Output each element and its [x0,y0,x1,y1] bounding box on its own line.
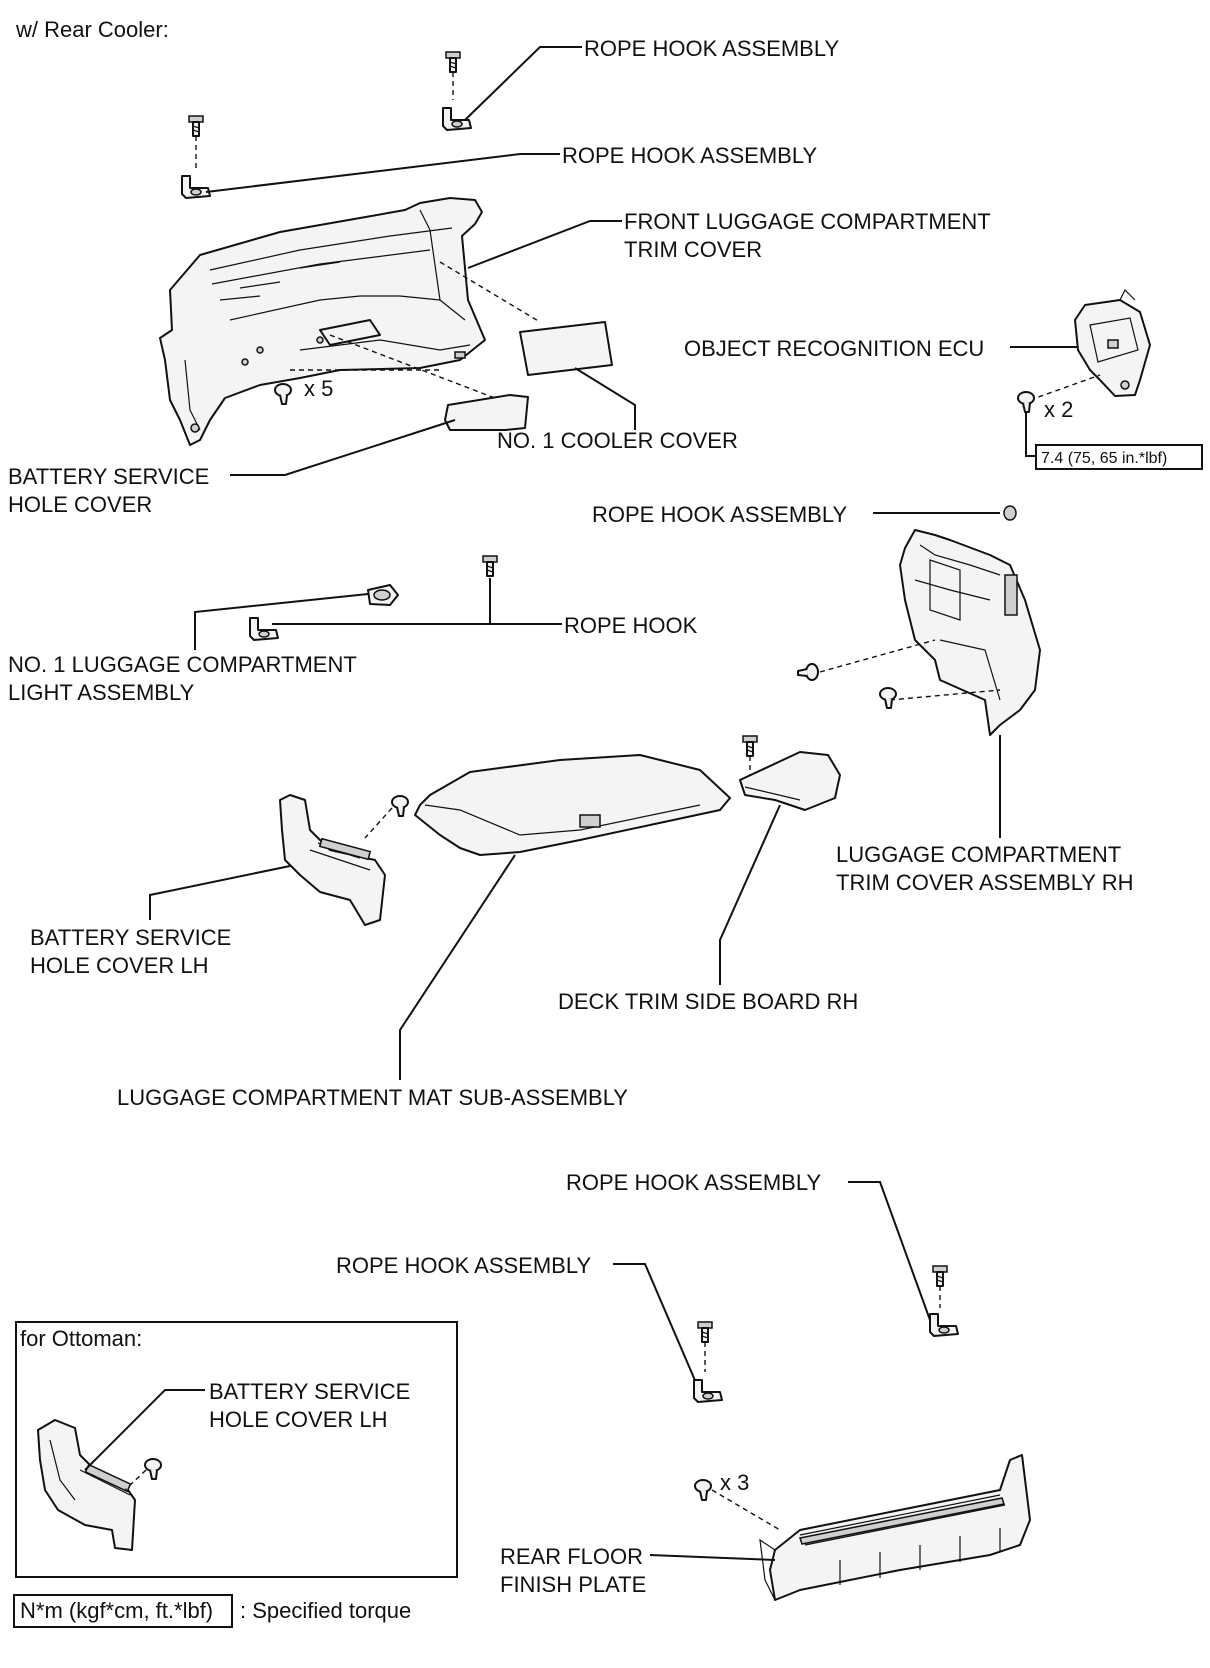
label-deck-board: DECK TRIM SIDE BOARD RH [558,989,858,1014]
label-battery-lh-1: BATTERY SERVICE [30,925,231,950]
guide-battery-cover [329,334,501,401]
label-front-trim-cover-2: TRIM COVER [624,237,762,262]
label-rope-hook-lower-right: ROPE HOOK ASSEMBLY [566,1170,821,1195]
battery-service-hole-cover-lh [279,794,386,926]
battery-lh-clip-icon [391,795,409,817]
luggage-light-assembly [367,584,399,606]
clip-icon [274,383,292,405]
rope-hook-part-2 [249,617,279,641]
trim-rh-clip-icon [797,663,819,681]
guide-battery-lh [364,807,393,839]
rope-hook-assembly-top [442,51,472,131]
luggage-trim-cover-rh [899,529,1041,736]
label-battery-cover-1: BATTERY SERVICE [8,464,209,489]
inset-leader [84,1389,205,1471]
leader-mat [399,854,516,1080]
label-rope-hook-right: ROPE HOOK ASSEMBLY [592,502,847,527]
no1-cooler-cover [519,321,613,376]
battery-service-hole-cover [444,394,529,431]
ecu-bolt-icon [1017,391,1035,413]
guide-rear-plate [711,1489,781,1531]
object-recognition-ecu [1074,288,1151,397]
guide-cooler-cover-1 [439,261,541,323]
rear-plate-clip-icon [694,1479,712,1501]
label-ecu-torque: 7.4 (75, 65 in.*lbf) [1041,450,1167,467]
label-trim-rh-2: TRIM COVER ASSEMBLY RH [836,870,1133,895]
diagram-title: w/ Rear Cooler: [15,17,169,42]
deck-trim-side-board-rh [739,751,841,811]
torque-spec-box [1035,444,1203,470]
trim-rh-clip2-icon [879,687,897,709]
leader-rope-hook-lower-mid [613,1263,701,1393]
deck-board-bolt-icon [742,735,758,757]
inset-title: for Ottoman: [20,1326,142,1351]
label-light-1: NO. 1 LUGGAGE COMPARTMENT [8,652,357,677]
leader-rear-plate [649,1554,776,1561]
rope-hook-assembly-left [181,115,211,199]
leader-battery-lh [149,865,291,920]
leader-light [194,593,369,650]
inset-ottoman-box [15,1321,458,1578]
rope-hook-lower-right-bolt [932,1265,948,1287]
label-battery-cover-2: HOLE COVER [8,492,152,517]
guide-trim-rh-2 [889,689,1001,701]
label-rope-hook-left: ROPE HOOK ASSEMBLY [562,143,817,168]
rope-hook-lower-mid-bolt [697,1321,713,1343]
front-luggage-trim-cover [159,197,486,446]
legend-torque-desc: : Specified torque [240,1598,411,1623]
label-rope-hook: ROPE HOOK [564,613,698,638]
label-ecu-qty: x 2 [1044,397,1073,422]
label-clip-qty: x 5 [304,376,333,401]
rear-floor-finish-plate [759,1454,1031,1601]
guide-trim-rh-1 [819,639,936,673]
legend-torque-units: N*m (kgf*cm, ft.*lbf) [20,1598,213,1623]
rope-hook-lower-right [929,1313,959,1337]
leader-rope-hook-lower-right [848,1181,931,1321]
guide-ecu-bolt [1029,374,1101,401]
leader-battery-cover [230,419,456,476]
inset-battery-cover-lh [37,1419,136,1551]
leader-ecu-torque [1025,412,1036,457]
label-mat: LUGGAGE COMPARTMENT MAT SUB-ASSEMBLY [117,1085,628,1110]
label-rear-plate-2: FINISH PLATE [500,1572,646,1597]
label-battery-lh-2: HOLE COVER LH [30,953,209,978]
rope-hook-lower-mid [693,1379,723,1403]
inset-label-1: BATTERY SERVICE [209,1379,410,1404]
label-rope-hook-lower-mid: ROPE HOOK ASSEMBLY [336,1253,591,1278]
leader-rope-hook-top [464,46,582,121]
leader-rope-hook-left [205,153,560,193]
rope-hook-part-1 [482,555,498,577]
leader-front-trim-cover [467,220,622,269]
legend-torque-box [13,1594,233,1628]
label-light-2: LIGHT ASSEMBLY [8,680,195,705]
inset-label-2: HOLE COVER LH [209,1407,388,1432]
label-front-trim-cover-1: FRONT LUGGAGE COMPARTMENT [624,209,991,234]
inset-clip-icon [144,1458,162,1480]
label-rear-plate-1: REAR FLOOR [500,1544,643,1569]
inset-guide [124,1469,147,1491]
rope-hook-nut-icon [1003,505,1017,521]
label-plate-qty: x 3 [720,1470,749,1495]
label-object-ecu: OBJECT RECOGNITION ECU [684,336,984,361]
luggage-mat [414,754,731,856]
label-trim-rh-1: LUGGAGE COMPARTMENT [836,842,1121,867]
leader-deck-board [719,804,781,985]
leader-cooler-cover [574,367,636,430]
label-rope-hook-top: ROPE HOOK ASSEMBLY [584,36,839,61]
label-cooler-cover: NO. 1 COOLER COVER [497,428,738,453]
